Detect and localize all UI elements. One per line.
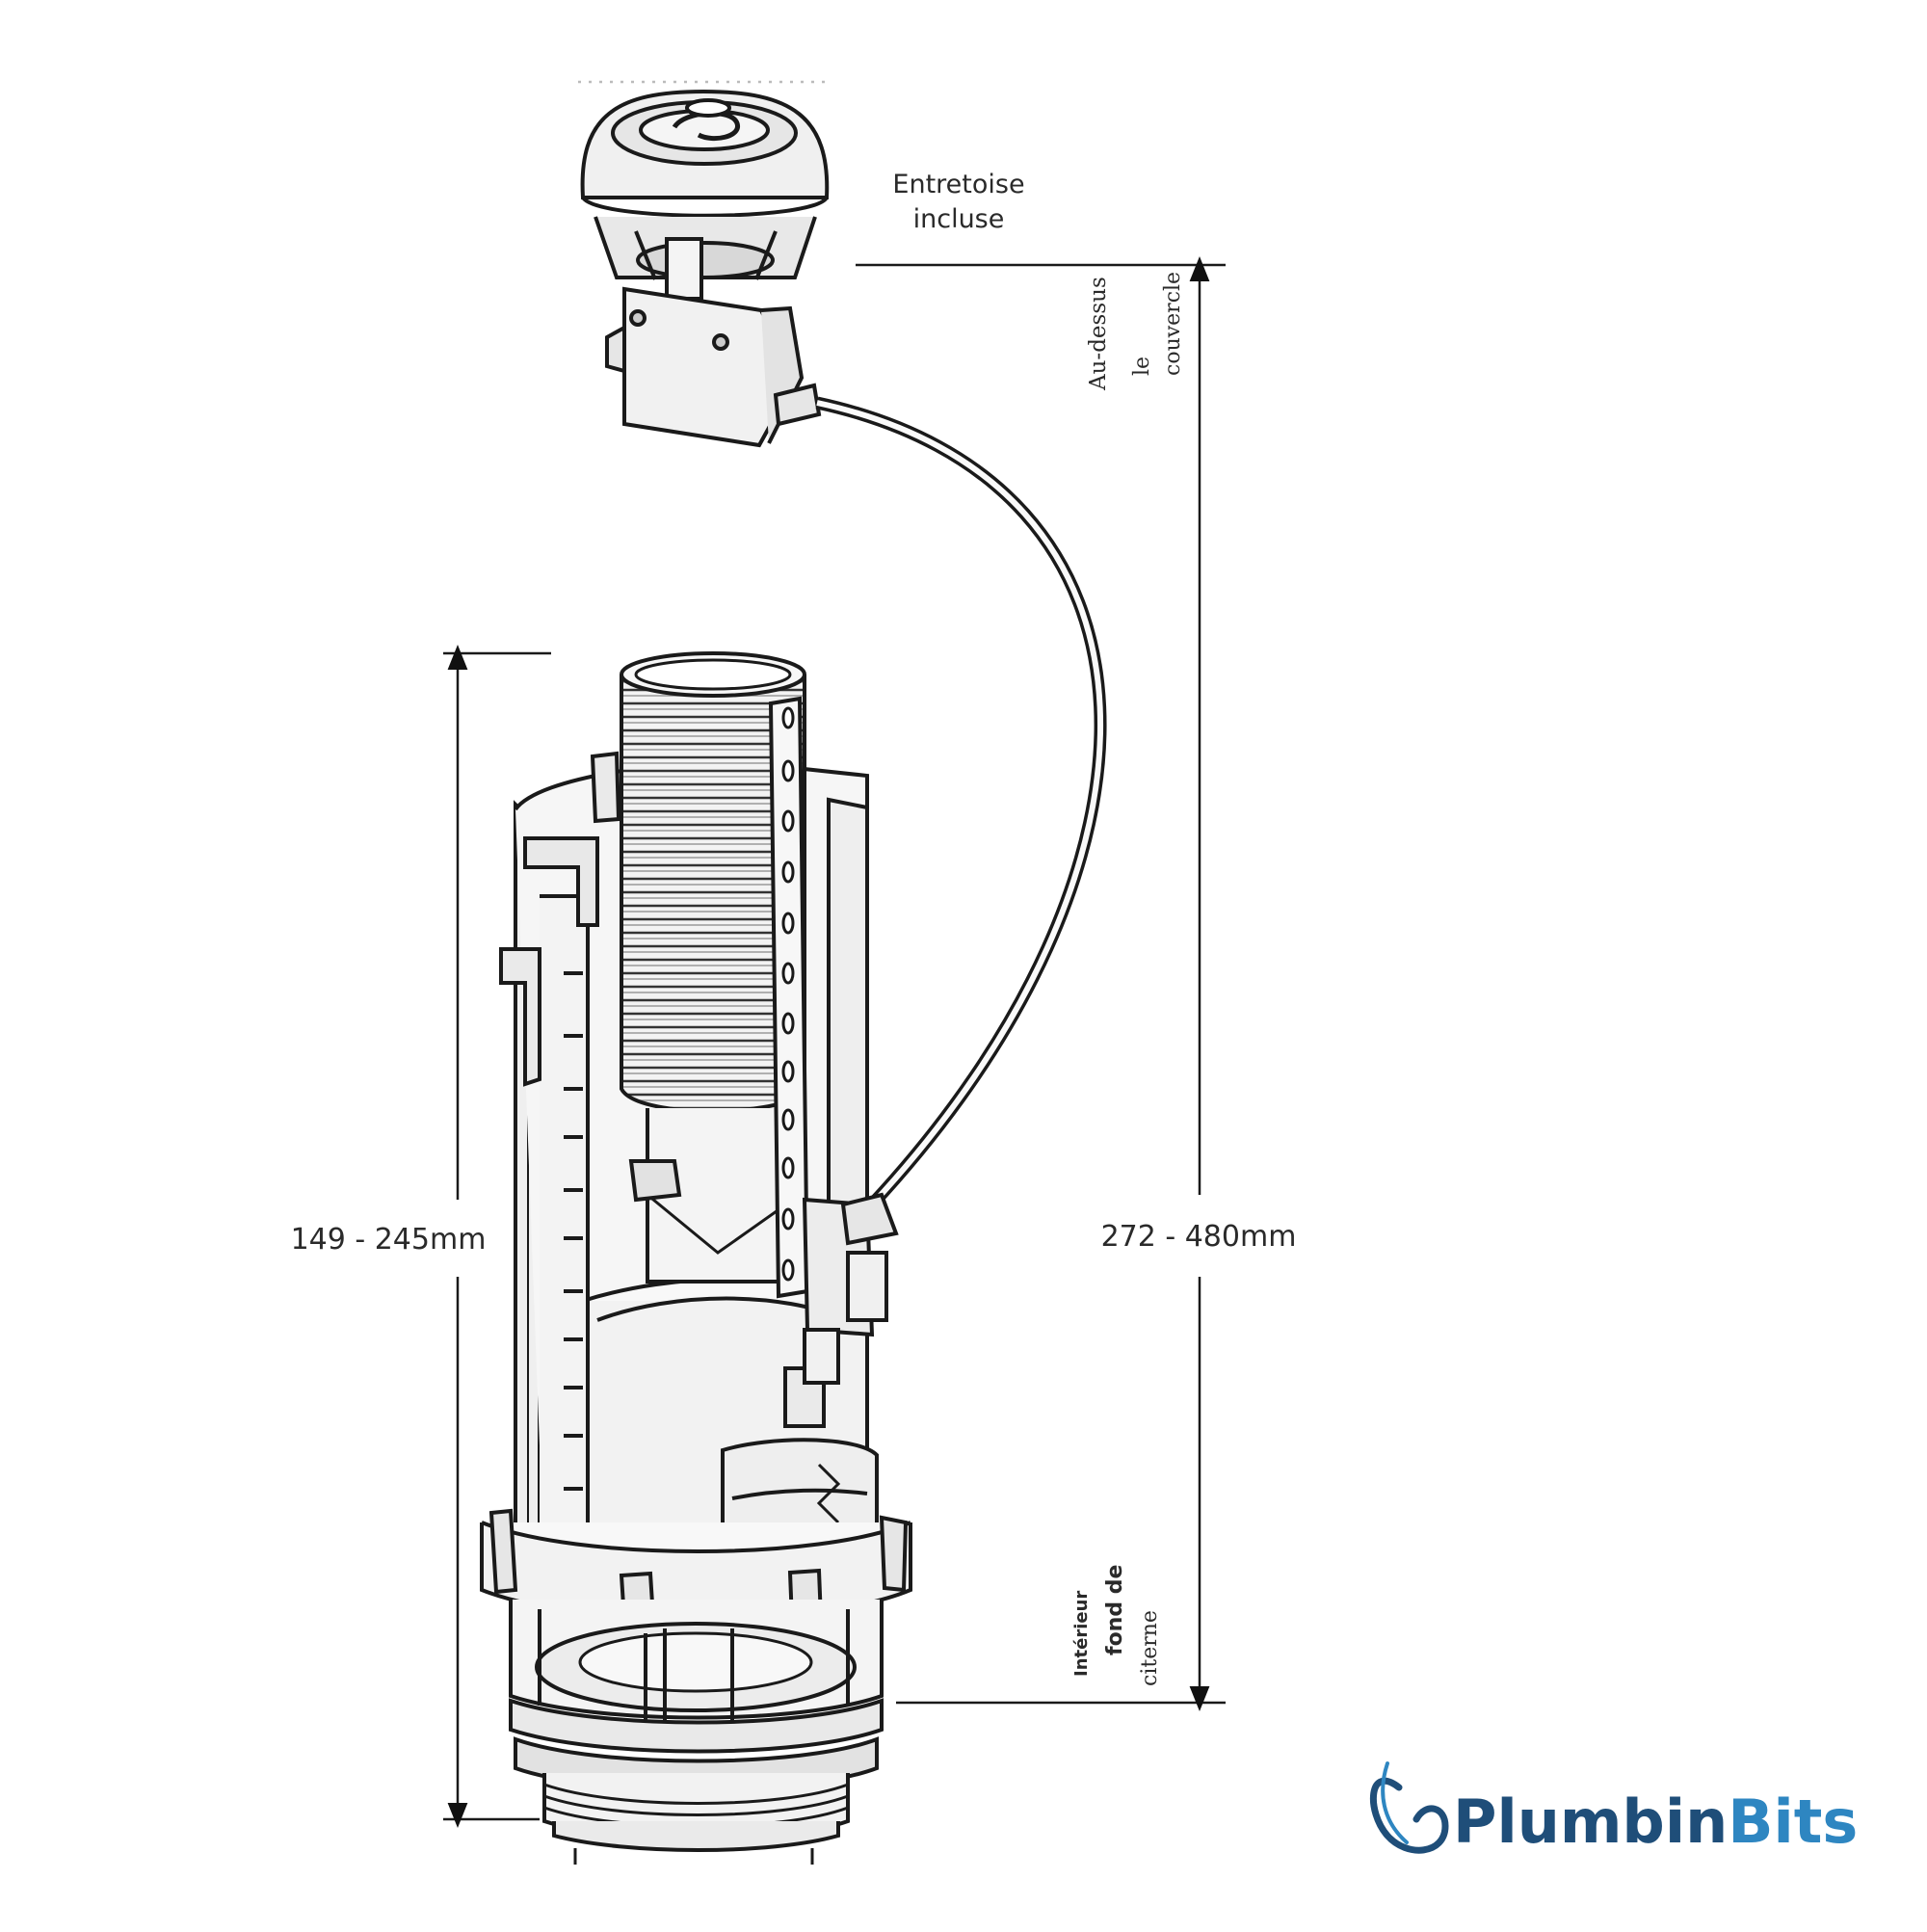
dimension-body-label: 149 - 245mm	[291, 1223, 487, 1257]
bottom-label-line2: fond de	[1103, 1565, 1127, 1655]
brand-name-part2: Bits	[1728, 1786, 1858, 1857]
brand-logo: PlumbinBits	[1369, 1761, 1858, 1857]
bottom-label-line3: citerne	[1138, 1610, 1162, 1686]
valve-body	[480, 651, 912, 1852]
cover-label-line2: le	[1130, 357, 1154, 376]
spacer-label-line2: incluse	[913, 204, 1005, 234]
cable	[815, 396, 1107, 1209]
water-drop-icon	[1369, 1761, 1449, 1854]
cover-label-line1: Au-dessus	[1086, 277, 1111, 391]
brand-name: PlumbinBits	[1453, 1786, 1858, 1857]
bottom-label-line1: Intérieur	[1071, 1591, 1092, 1677]
dimension-total-label: 272 - 480mm	[1101, 1220, 1297, 1254]
spacer-label-line1: Entretoise	[892, 170, 1024, 199]
cover-label-line3: couvercle	[1161, 272, 1185, 376]
brand-name-part1: Plumbin	[1453, 1786, 1728, 1857]
labels: Entretoise incluse 149 - 245mm 272 - 480…	[291, 170, 1297, 1686]
dimension-lines	[443, 80, 1226, 1865]
push-button-assembly	[580, 89, 830, 448]
